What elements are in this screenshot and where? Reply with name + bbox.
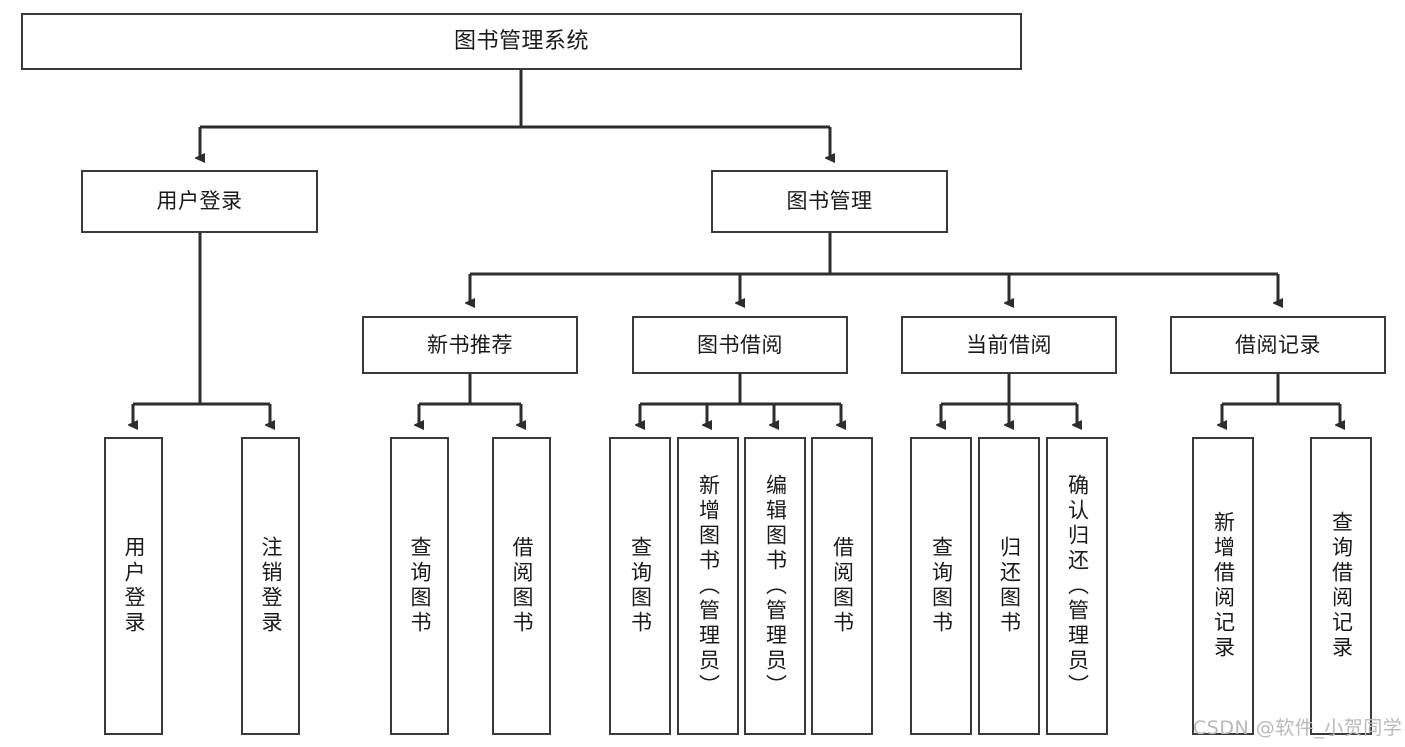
node-label: 借阅图书 <box>830 536 855 636</box>
node-label: 借阅记录 <box>1235 332 1321 357</box>
node-label: 借阅图书 <box>510 536 534 636</box>
leaf-newbook-borrow-books[interactable]: 借阅图书 <box>492 437 551 735</box>
node-label: 图书借阅 <box>697 332 783 357</box>
node-label: 确认归还（管理员） <box>1065 473 1090 699</box>
node-label: 归还图书 <box>997 536 1022 636</box>
leaf-current-query-books[interactable]: 查询图书 <box>910 437 972 735</box>
node-user-login[interactable]: 用户登录 <box>81 170 318 233</box>
node-label: 查询图书 <box>408 536 432 636</box>
node-book-borrow[interactable]: 图书借阅 <box>632 316 848 374</box>
leaf-user-login[interactable]: 用户登录 <box>104 437 163 735</box>
node-label: 图书管理 <box>786 189 873 214</box>
node-new-book-recommend[interactable]: 新书推荐 <box>362 316 578 374</box>
csdn-watermark: CSDN @软件_小贺同学 <box>1193 717 1403 739</box>
node-label: 新增图书（管理员） <box>696 473 721 699</box>
leaf-borrow-query-books[interactable]: 查询图书 <box>609 437 671 735</box>
node-label: 查询借阅记录 <box>1329 511 1354 661</box>
node-current-borrow[interactable]: 当前借阅 <box>901 316 1117 374</box>
node-label: 新增借阅记录 <box>1211 511 1236 661</box>
leaf-newbook-query-books[interactable]: 查询图书 <box>390 437 449 735</box>
leaf-logout[interactable]: 注销登录 <box>241 437 300 735</box>
node-label: 当前借阅 <box>966 332 1052 357</box>
node-label: 查询图书 <box>628 536 653 636</box>
leaf-borrow-add-book-admin[interactable]: 新增图书（管理员） <box>677 437 739 735</box>
leaf-records-add-record[interactable]: 新增借阅记录 <box>1192 437 1254 735</box>
leaf-current-confirm-return-admin[interactable]: 确认归还（管理员） <box>1046 437 1108 735</box>
node-book-management[interactable]: 图书管理 <box>711 170 948 233</box>
node-label: 用户登录 <box>122 536 146 636</box>
leaf-current-return-books[interactable]: 归还图书 <box>978 437 1040 735</box>
leaf-borrow-borrow-books[interactable]: 借阅图书 <box>811 437 873 735</box>
leaf-records-query-record[interactable]: 查询借阅记录 <box>1310 437 1372 735</box>
leaf-borrow-edit-book-admin[interactable]: 编辑图书（管理员） <box>744 437 806 735</box>
node-label: 图书管理系统 <box>453 28 589 54</box>
node-label: 注销登录 <box>259 536 283 636</box>
node-label: 查询图书 <box>929 536 954 636</box>
node-label: 用户登录 <box>156 189 243 214</box>
node-label: 新书推荐 <box>427 332 513 357</box>
node-borrow-records[interactable]: 借阅记录 <box>1170 316 1386 374</box>
node-label: 编辑图书（管理员） <box>763 473 788 699</box>
node-root-system[interactable]: 图书管理系统 <box>21 13 1022 70</box>
